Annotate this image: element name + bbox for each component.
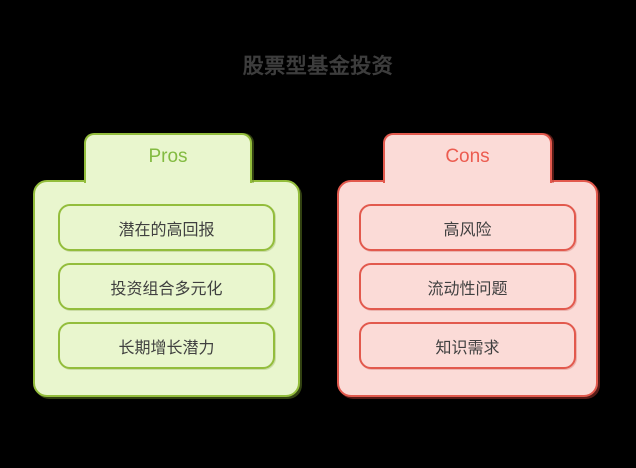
cons-panel: 高风险 流动性问题 知识需求 <box>337 180 598 397</box>
cons-item: 知识需求 <box>359 322 576 369</box>
pros-item: 投资组合多元化 <box>58 263 275 310</box>
pros-panel: 潜在的高回报 投资组合多元化 长期增长潜力 <box>33 180 300 397</box>
cons-item: 高风险 <box>359 204 576 251</box>
pros-item: 潜在的高回报 <box>58 204 275 251</box>
pros-tab-header: Pros <box>84 133 252 183</box>
cons-tab-header: Cons <box>383 133 552 183</box>
pros-item: 长期增长潜力 <box>58 322 275 369</box>
diagram-title: 股票型基金投资 <box>242 55 394 78</box>
cons-item: 流动性问题 <box>359 263 576 310</box>
